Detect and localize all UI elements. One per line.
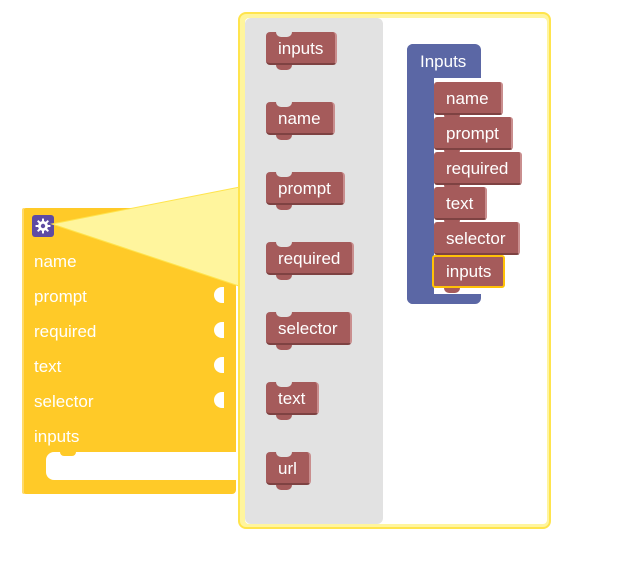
block-edge: [22, 208, 24, 494]
input-notch-text: [214, 357, 224, 373]
main-row-label-inputs: inputs: [34, 427, 80, 446]
flyout-block-required[interactable]: required: [266, 242, 355, 280]
inputs-container-label: Inputs: [420, 52, 467, 71]
inputs-container-arm: [407, 44, 434, 304]
gear-icon[interactable]: [32, 215, 54, 237]
statement-input-slot[interactable]: [46, 451, 236, 480]
input-notch-required: [214, 322, 224, 338]
main-row-label-name: name: [34, 252, 77, 271]
main-row-label-selector: selector: [34, 392, 94, 411]
gear-glyph: [35, 218, 51, 234]
flyout-block-text[interactable]: text: [266, 382, 320, 420]
main-row-label-required: required: [34, 322, 97, 341]
main-row-label-text: text: [34, 357, 62, 376]
workspace-block-text[interactable]: text: [434, 187, 488, 225]
flyout-block-name[interactable]: name: [266, 102, 335, 140]
flyout-block-url[interactable]: url: [266, 452, 311, 490]
input-notch-selector: [214, 392, 224, 408]
workspace-block-required[interactable]: required: [434, 152, 523, 190]
workspace-block-name[interactable]: name: [434, 82, 503, 120]
flyout-block-inputs[interactable]: inputs: [266, 32, 338, 70]
workspace-block-inputs-selected[interactable]: inputs: [432, 255, 506, 293]
flyout-block-prompt[interactable]: prompt: [266, 172, 345, 210]
flyout-block-selector[interactable]: selector: [266, 312, 352, 350]
input-notch-prompt: [214, 287, 224, 303]
main-row-label-prompt: prompt: [34, 287, 87, 306]
workspace-block-prompt[interactable]: prompt: [434, 117, 513, 155]
workspace-block-selector[interactable]: selector: [434, 222, 520, 260]
